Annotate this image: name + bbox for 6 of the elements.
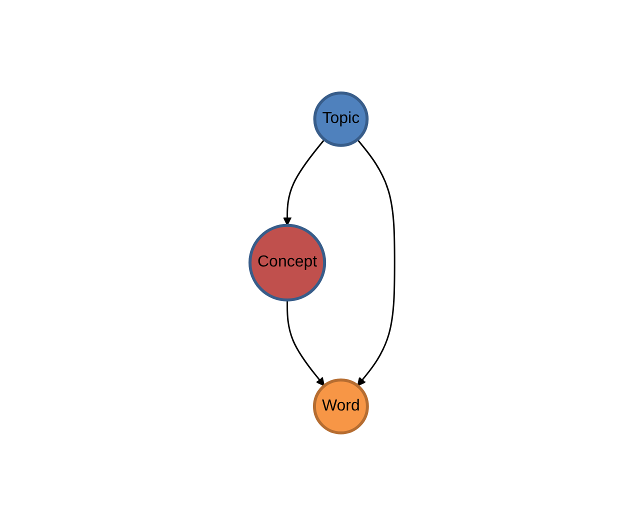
arrow [286,300,324,386]
node-circle: Topic [312,92,368,147]
node-circle: Concept [248,224,326,302]
arrow [356,139,396,386]
arrow [282,139,325,226]
node-circle: Word [312,378,369,434]
